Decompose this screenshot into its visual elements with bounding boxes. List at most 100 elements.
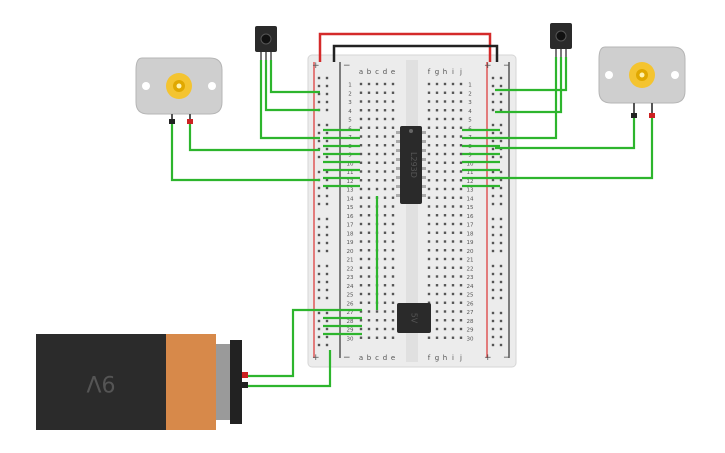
wire-sensor-left-b[interactable] xyxy=(264,60,320,112)
breadboard-hole[interactable] xyxy=(435,275,439,278)
breadboard-hole[interactable] xyxy=(317,296,321,300)
breadboard-hole[interactable] xyxy=(325,264,329,268)
breadboard-hole[interactable] xyxy=(499,241,503,245)
breadboard-hole[interactable] xyxy=(317,194,321,198)
breadboard-hole[interactable] xyxy=(317,288,321,292)
breadboard-hole[interactable] xyxy=(391,327,395,331)
breadboard-hole[interactable] xyxy=(325,296,329,300)
breadboard-hole[interactable] xyxy=(317,202,321,206)
breadboard-hole[interactable] xyxy=(427,240,431,243)
breadboard-hole[interactable] xyxy=(435,301,439,304)
breadboard-hole[interactable] xyxy=(391,275,395,278)
breadboard-hole[interactable] xyxy=(427,214,431,217)
breadboard-hole[interactable] xyxy=(459,310,463,313)
breadboard-hole[interactable] xyxy=(491,170,495,174)
voltage-regulator[interactable]: 5V xyxy=(397,303,431,333)
breadboard-hole[interactable] xyxy=(317,225,321,229)
breadboard-hole[interactable] xyxy=(427,91,431,94)
wire-sensor-left-a[interactable] xyxy=(259,60,320,140)
breadboard-hole[interactable] xyxy=(359,249,363,252)
breadboard-hole[interactable] xyxy=(451,161,455,164)
breadboard-hole[interactable] xyxy=(435,310,439,313)
breadboard-hole[interactable] xyxy=(391,82,395,86)
breadboard-hole[interactable] xyxy=(367,179,371,182)
breadboard-hole[interactable] xyxy=(459,257,463,261)
breadboard-hole[interactable] xyxy=(435,327,439,331)
breadboard-hole[interactable] xyxy=(443,301,447,304)
breadboard-hole[interactable] xyxy=(325,194,329,198)
breadboard-hole[interactable] xyxy=(459,205,463,208)
breadboard-hole[interactable] xyxy=(367,109,371,112)
breadboard-hole[interactable] xyxy=(383,214,387,217)
breadboard-hole[interactable] xyxy=(391,170,395,173)
breadboard-hole[interactable] xyxy=(325,311,329,315)
breadboard-hole[interactable] xyxy=(367,135,371,138)
breadboard-hole[interactable] xyxy=(359,319,363,322)
breadboard-hole[interactable] xyxy=(317,84,321,88)
breadboard-hole[interactable] xyxy=(491,327,495,331)
breadboard-hole[interactable] xyxy=(359,240,363,243)
breadboard-hole[interactable] xyxy=(383,135,387,138)
breadboard-hole[interactable] xyxy=(383,284,387,287)
breadboard-hole[interactable] xyxy=(451,222,455,226)
breadboard-hole[interactable] xyxy=(427,135,431,138)
breadboard-hole[interactable] xyxy=(491,335,495,339)
breadboard-hole[interactable] xyxy=(317,139,321,143)
breadboard-hole[interactable] xyxy=(435,249,439,252)
breadboard-hole[interactable] xyxy=(435,205,439,208)
breadboard-hole[interactable] xyxy=(383,109,387,112)
breadboard-hole[interactable] xyxy=(459,170,463,173)
breadboard-hole[interactable] xyxy=(443,222,447,226)
breadboard-hole[interactable] xyxy=(491,288,495,292)
breadboard-hole[interactable] xyxy=(451,187,455,191)
breadboard-hole[interactable] xyxy=(359,231,363,234)
breadboard-hole[interactable] xyxy=(435,126,439,129)
breadboard-hole[interactable] xyxy=(367,161,371,164)
breadboard-hole[interactable] xyxy=(325,217,329,221)
breadboard-hole[interactable] xyxy=(325,76,329,80)
breadboard-hole[interactable] xyxy=(325,280,329,284)
breadboard-hole[interactable] xyxy=(359,327,363,331)
breadboard-hole[interactable] xyxy=(499,131,503,135)
breadboard-hole[interactable] xyxy=(391,214,395,217)
breadboard-hole[interactable] xyxy=(383,100,387,103)
breadboard-hole[interactable] xyxy=(325,249,329,253)
breadboard-hole[interactable] xyxy=(317,131,321,135)
breadboard-hole[interactable] xyxy=(367,187,371,191)
breadboard-hole[interactable] xyxy=(499,311,503,315)
breadboard-hole[interactable] xyxy=(499,123,503,127)
breadboard-hole[interactable] xyxy=(459,152,463,156)
breadboard-hole[interactable] xyxy=(451,135,455,138)
breadboard-hole[interactable] xyxy=(359,187,363,191)
breadboard-hole[interactable] xyxy=(443,82,447,86)
breadboard-hole[interactable] xyxy=(451,327,455,331)
breadboard-hole[interactable] xyxy=(427,117,431,121)
breadboard-hole[interactable] xyxy=(451,257,455,261)
breadboard-hole[interactable] xyxy=(367,117,371,121)
breadboard-hole[interactable] xyxy=(459,161,463,164)
breadboard-hole[interactable] xyxy=(367,126,371,129)
breadboard-hole[interactable] xyxy=(443,240,447,243)
breadboard-hole[interactable] xyxy=(491,280,495,284)
breadboard-hole[interactable] xyxy=(491,147,495,151)
breadboard-hole[interactable] xyxy=(325,108,329,112)
breadboard-hole[interactable] xyxy=(359,144,363,147)
breadboard-hole[interactable] xyxy=(491,155,495,159)
breadboard-hole[interactable] xyxy=(451,249,455,252)
breadboard-hole[interactable] xyxy=(391,257,395,261)
breadboard-hole[interactable] xyxy=(459,117,463,121)
breadboard-hole[interactable] xyxy=(383,170,387,173)
breadboard-hole[interactable] xyxy=(359,284,363,287)
breadboard-hole[interactable] xyxy=(443,327,447,331)
breadboard-hole[interactable] xyxy=(367,82,371,86)
breadboard-hole[interactable] xyxy=(325,100,329,104)
breadboard-hole[interactable] xyxy=(359,91,363,94)
breadboard-hole[interactable] xyxy=(459,266,463,269)
breadboard-hole[interactable] xyxy=(383,144,387,147)
breadboard-hole[interactable] xyxy=(451,196,455,199)
breadboard-hole[interactable] xyxy=(367,257,371,261)
breadboard-hole[interactable] xyxy=(359,170,363,173)
breadboard-hole[interactable] xyxy=(499,335,503,339)
breadboard-hole[interactable] xyxy=(443,205,447,208)
breadboard-hole[interactable] xyxy=(359,196,363,199)
